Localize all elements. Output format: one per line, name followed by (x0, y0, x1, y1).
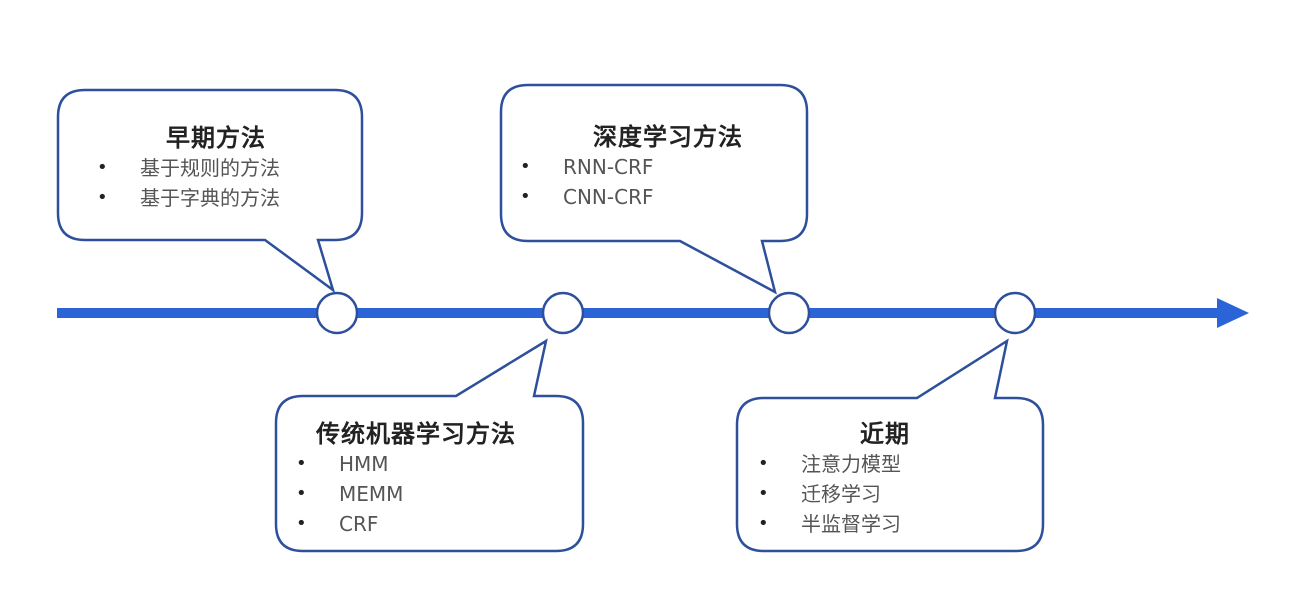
list-item: •迁移学习 (756, 479, 1036, 509)
list-item: •CRF (294, 509, 574, 539)
bullet-icon: • (520, 156, 531, 177)
bullet-icon: • (296, 453, 307, 474)
stage-title: 传统机器学习方法 (316, 420, 516, 448)
stage-title: 早期方法 (166, 124, 266, 152)
callout-early (56, 88, 364, 294)
stage-items: •基于规则的方法 •基于字典的方法 (95, 153, 345, 213)
bullet-icon: • (296, 483, 307, 504)
stage-items: •RNN-CRF •CNN-CRF (518, 152, 788, 212)
stage-deep-learning: 深度学习方法 •RNN-CRF •CNN-CRF (518, 117, 788, 212)
timeline-node-1 (315, 291, 359, 335)
callout-recent (735, 338, 1045, 553)
bullet-icon: • (296, 513, 307, 534)
stage-items: •HMM •MEMM •CRF (294, 449, 574, 539)
timeline-node-4 (993, 291, 1037, 335)
bullet-icon: • (97, 187, 108, 208)
bullet-icon: • (520, 186, 531, 207)
stage-items: •注意力模型 •迁移学习 •半监督学习 (756, 449, 1036, 539)
list-item: •基于字典的方法 (95, 183, 345, 213)
list-item: •RNN-CRF (518, 152, 788, 182)
arrow-head-icon (1217, 298, 1249, 328)
stage-early: 早期方法 •基于规则的方法 •基于字典的方法 (95, 118, 345, 213)
timeline-axis (57, 308, 1222, 318)
callout-deep (499, 83, 809, 295)
list-item: •CNN-CRF (518, 182, 788, 212)
stage-traditional-ml: 传统机器学习方法 •HMM •MEMM •CRF (294, 414, 574, 539)
list-item: •基于规则的方法 (95, 153, 345, 183)
bullet-icon: • (97, 157, 108, 178)
bullet-icon: • (758, 513, 769, 534)
timeline-node-2 (541, 291, 585, 335)
timeline-node-3 (767, 291, 811, 335)
list-item: •半监督学习 (756, 509, 1036, 539)
list-item: •MEMM (294, 479, 574, 509)
stage-recent: 近期 •注意力模型 •迁移学习 •半监督学习 (756, 414, 1036, 539)
bullet-icon: • (758, 453, 769, 474)
list-item: •HMM (294, 449, 574, 479)
stage-title: 近期 (860, 420, 910, 448)
callout-traditional (274, 338, 585, 553)
stage-title: 深度学习方法 (593, 123, 743, 151)
bullet-icon: • (758, 483, 769, 504)
list-item: •注意力模型 (756, 449, 1036, 479)
